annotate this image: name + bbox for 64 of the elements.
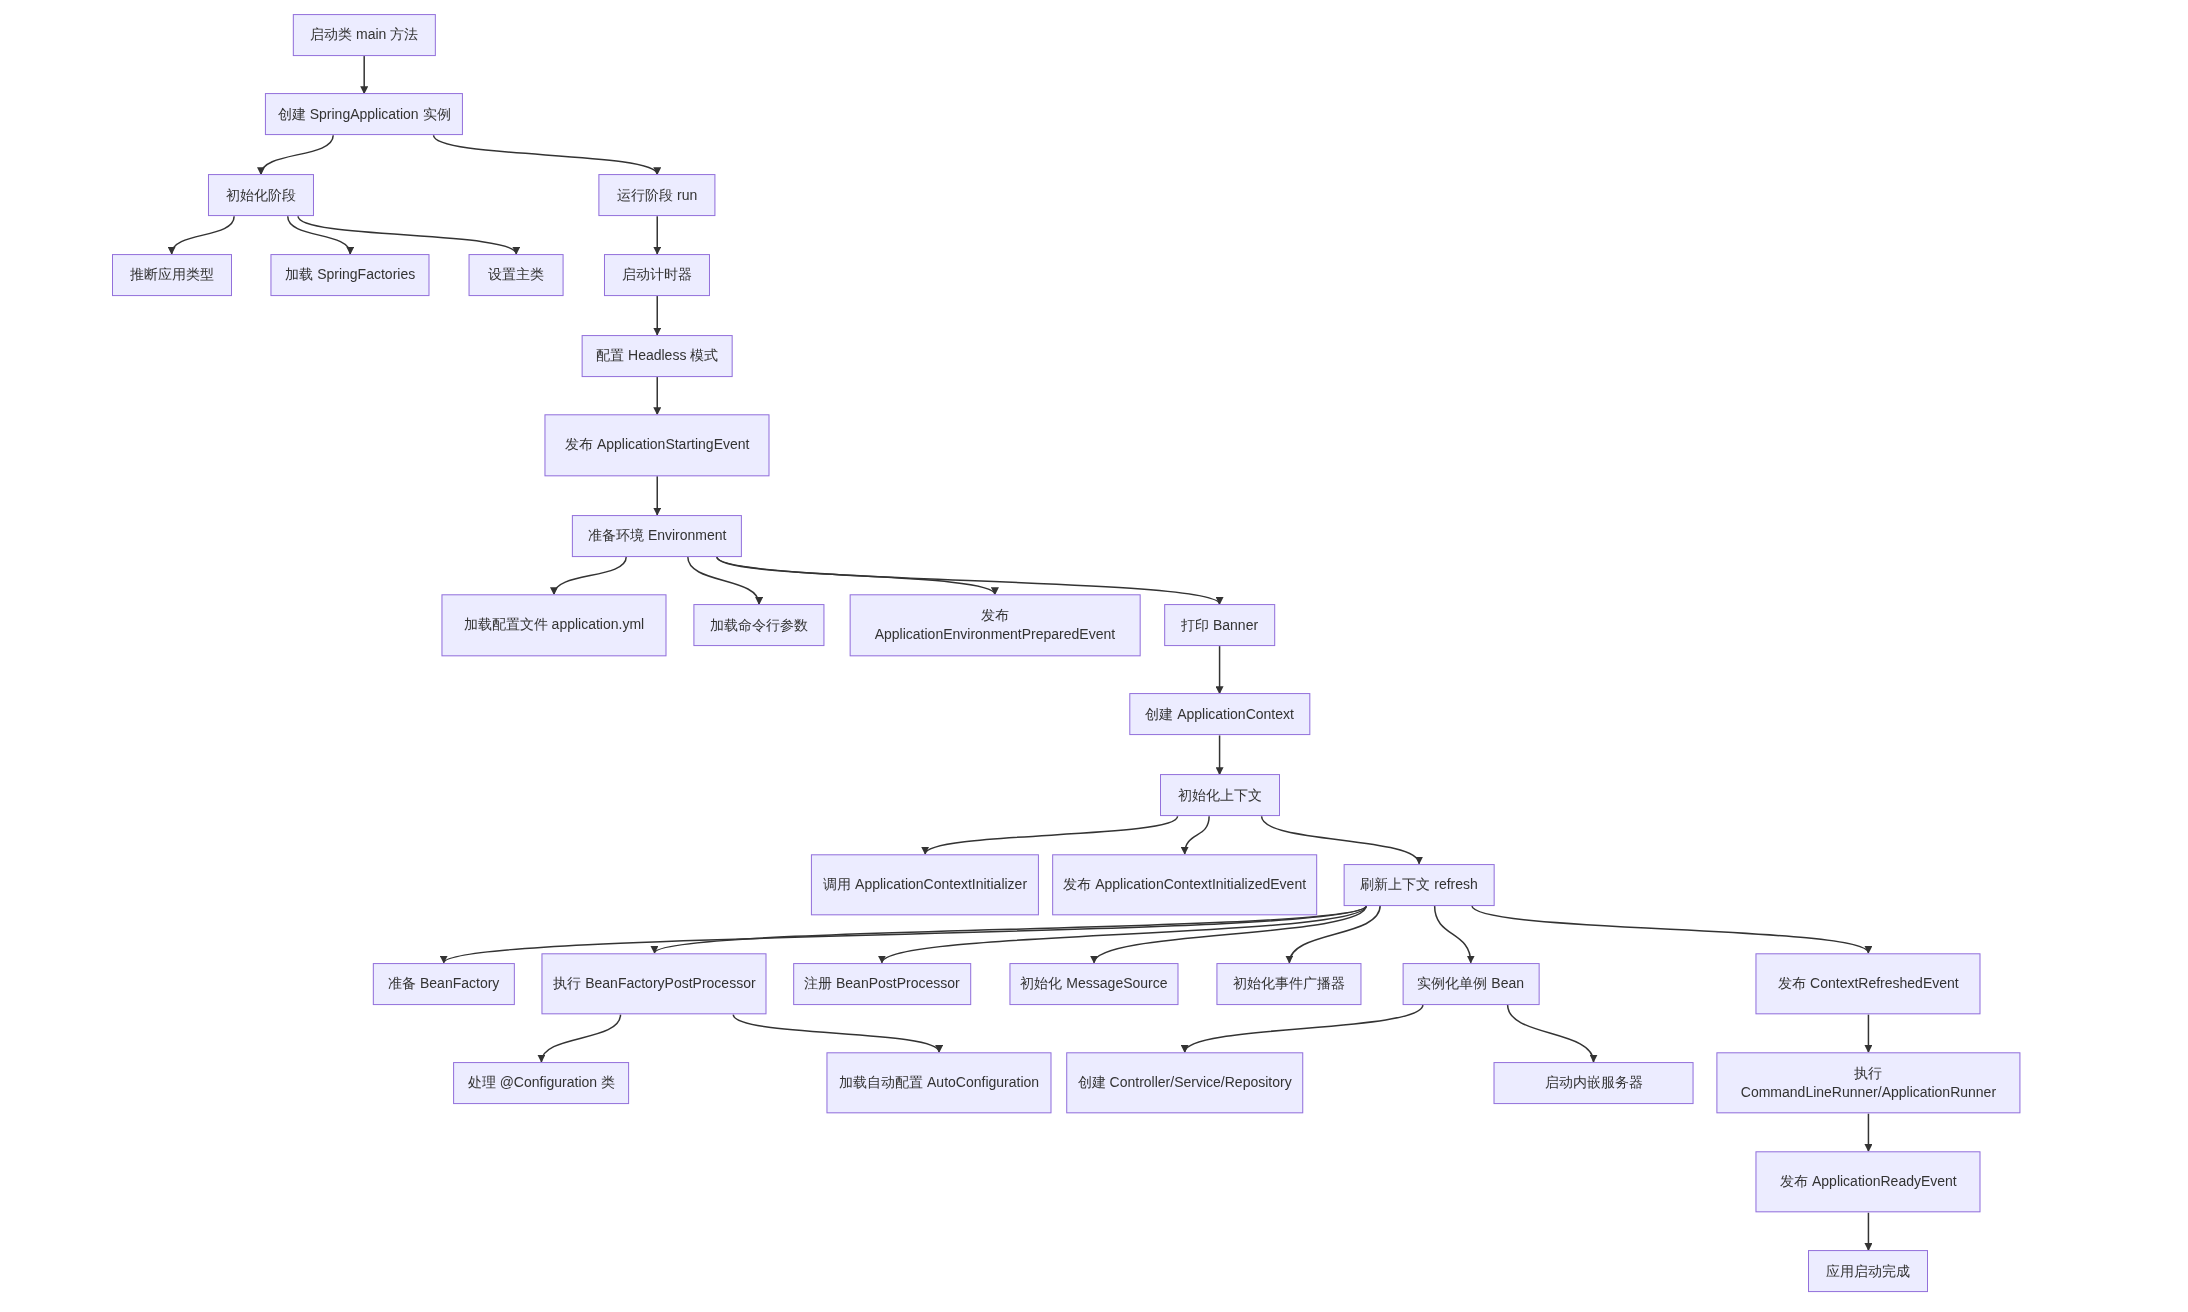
process-box: 加载自动配置 AutoConfiguration	[826, 1052, 1052, 1114]
arrow	[360, 55, 369, 95]
arrow	[1215, 734, 1224, 776]
process-box: 发布 ApplicationStartingEvent	[544, 414, 770, 476]
process-box: 创建 SpringApplication 实例	[265, 93, 464, 136]
arrow	[687, 556, 762, 605]
process-box: 处理 @Configuration 类	[453, 1061, 630, 1104]
process-box: 推断应用类型	[111, 253, 232, 296]
arrow	[1471, 904, 1870, 954]
arrow	[1864, 1013, 1873, 1053]
process-box: 创建 Controller/Service/Repository	[1065, 1052, 1304, 1114]
process-box: 应用启动完成	[1808, 1250, 1929, 1293]
process-box: 配置 Headless 模式	[581, 334, 733, 377]
process-box: 启动内嵌服务器	[1493, 1061, 1694, 1104]
process-box: 初始化 MessageSource	[1009, 962, 1179, 1005]
arrow	[1093, 904, 1368, 964]
process-box: 初始化阶段	[207, 174, 314, 217]
process-box: 初始化事件广播器	[1216, 962, 1362, 1005]
arrow	[258, 134, 334, 176]
process-box: 创建 ApplicationContext	[1128, 693, 1311, 736]
process-box: 发布 ApplicationContextInitializedEvent	[1051, 854, 1318, 916]
arrow	[1864, 1211, 1873, 1252]
process-box: 实例化单例 Bean	[1402, 962, 1540, 1005]
process-box: 发布 ApplicationEnvironmentPreparedEvent	[849, 594, 1141, 656]
arrow	[716, 556, 1221, 605]
process-box: 加载配置文件 application.yml	[441, 594, 667, 656]
process-box: 启动类 main 方法	[293, 13, 436, 56]
arrow	[732, 1013, 940, 1053]
process-box: 准备环境 Environment	[572, 514, 743, 557]
arrow	[1215, 645, 1224, 695]
arrow	[653, 904, 1368, 954]
arrow	[169, 215, 235, 255]
arrow	[287, 215, 353, 255]
process-box: 运行阶段 run	[598, 174, 716, 217]
process-box: 打印 Banner	[1163, 604, 1276, 647]
arrow	[539, 1013, 622, 1063]
process-box: 注册 BeanPostProcessor	[793, 962, 971, 1005]
process-box: 发布 ApplicationReadyEvent	[1755, 1151, 1981, 1213]
arrow	[1506, 1003, 1596, 1063]
process-box: 发布 ContextRefreshedEvent	[1755, 953, 1981, 1015]
arrow	[1287, 904, 1381, 964]
process-box: 设置主类	[468, 253, 564, 296]
process-box: 启动计时器	[604, 253, 711, 296]
arrow	[1864, 1112, 1873, 1152]
process-box: 加载命令行参数	[693, 604, 825, 647]
arrow	[1183, 1003, 1424, 1053]
arrow	[1181, 815, 1210, 855]
process-box: 调用 ApplicationContextInitializer	[811, 854, 1040, 916]
process-box: 执行 BeanFactoryPostProcessor	[541, 953, 767, 1015]
process-box: 加载 SpringFactories	[270, 253, 430, 296]
arrow	[297, 215, 518, 255]
arrow	[1260, 815, 1420, 865]
arrow	[653, 376, 662, 416]
arrow	[552, 556, 627, 596]
arrow	[653, 215, 662, 255]
arrow	[653, 295, 662, 336]
arrow	[432, 134, 658, 176]
process-box: 刷新上下文 refresh	[1343, 863, 1495, 906]
arrow	[924, 815, 1179, 855]
process-box: 初始化上下文	[1159, 774, 1280, 817]
arrow	[653, 475, 662, 516]
process-box: 执行 CommandLineRunner/ApplicationRunner	[1716, 1052, 2021, 1114]
arrow	[1433, 904, 1475, 964]
process-box: 准备 BeanFactory	[372, 962, 515, 1005]
